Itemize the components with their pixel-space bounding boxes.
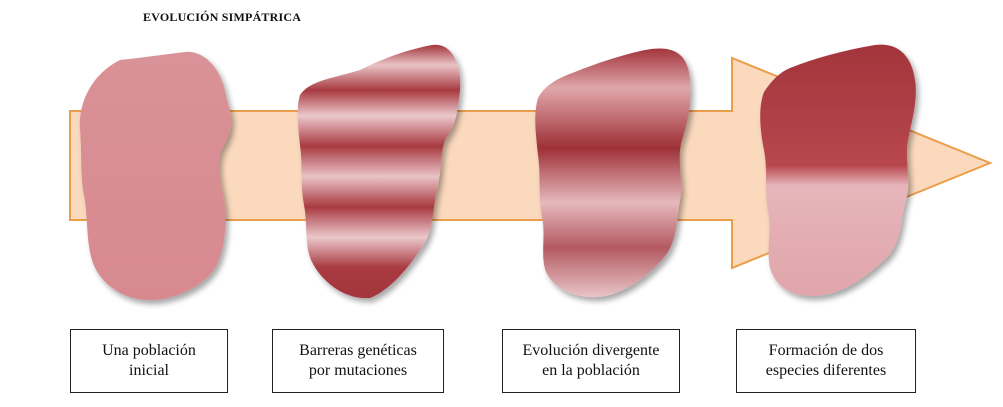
blob-two-species [760,45,916,296]
caption-divergent-evolution-line2: en la población [542,361,640,381]
caption-two-species-line1: Formación de dos [769,341,884,361]
blob-divergent-evolution [535,49,690,298]
caption-initial-population-line1: Una población [102,341,196,361]
caption-genetic-barriers-line2: por mutaciones [309,361,407,381]
blob-initial-population [80,52,231,300]
caption-initial-population-line2: inicial [129,361,169,381]
caption-initial-population: Una población inicial [70,329,228,393]
caption-genetic-barriers: Barreras genéticas por mutaciones [272,329,444,393]
caption-two-species-line2: especies diferentes [766,361,886,381]
blob-genetic-barriers [298,45,461,298]
caption-genetic-barriers-line1: Barreras genéticas [299,341,417,361]
caption-divergent-evolution: Evolución divergente en la población [502,329,680,393]
caption-divergent-evolution-line1: Evolución divergente [523,341,660,361]
caption-two-species: Formación de dos especies diferentes [736,329,916,393]
